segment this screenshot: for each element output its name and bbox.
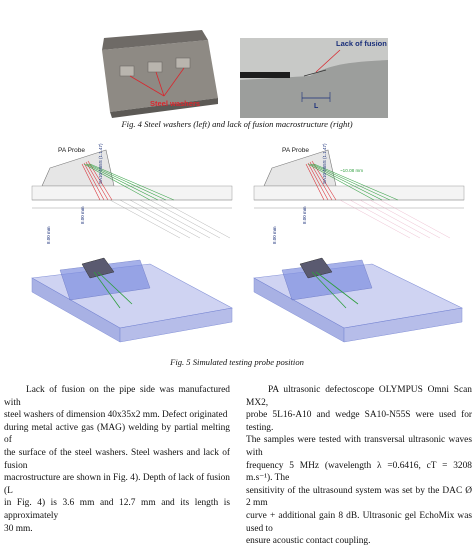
left-wedge-label: SA10-N55S (1.1.47): [98, 143, 103, 184]
right-line-5: curve + additional gain 8 dB. Ultrasonic…: [246, 510, 472, 534]
left-line-5: in Fig. 4) is 3.6 mm and 12.7 mm and its…: [4, 498, 230, 521]
lack-of-fusion-photo: Lack of fusion L: [240, 38, 388, 118]
left-line-2: during metal active gas (MAG) welding by…: [4, 422, 230, 446]
left-probe-label: PA Probe: [58, 147, 85, 154]
figure-4-photos: Steel washers Lack of fusion L: [90, 10, 388, 128]
figure-5-simulations: PA Probe SA10-N55S (1.1.47) 8.00 mm 8.00…: [31, 143, 465, 343]
right-line-6: ensure acoustic contact coupling.: [246, 536, 371, 547]
left-line-6: 30 mm.: [4, 523, 33, 534]
right-text-column: PA ultrasonic defectoscope OLYMPUS Omni …: [246, 384, 472, 548]
left-line-0: Lack of fusion on the pipe side was manu…: [4, 385, 230, 408]
lack-of-fusion-label: Lack of fusion: [336, 39, 387, 48]
left-3d-model: [31, 257, 233, 343]
right-line-4: sensitivity of the ultrasound system was…: [246, 485, 472, 509]
figure-4: Steel washers Lack of fusion L: [90, 10, 390, 130]
left-2d-simulation: PA Probe SA10-N55S (1.1.47) 8.00 mm 8.00…: [31, 143, 233, 244]
right-wedge-label: SA10-N55S (1.1.47): [322, 143, 327, 184]
figure-5-caption: Fig. 5 Simulated testing probe position: [170, 357, 304, 367]
right-depth-label-1: 8.00 mm: [302, 206, 307, 224]
figure-5: PA Probe SA10-N55S (1.1.47) 8.00 mm 8.00…: [0, 138, 474, 350]
right-2d-simulation: PA Probe ~10.08 mm SA10-N55S (1.1.47) 8.…: [253, 143, 465, 244]
left-depth-label-1: 8.00 mm: [80, 206, 85, 224]
steel-washers-label: Steel washers: [150, 99, 200, 108]
right-3d-model: [253, 257, 463, 343]
right-line-1: probe 5L16-A10 and wedge SA10-N55S were …: [246, 410, 472, 433]
left-text-column: Lack of fusion on the pipe side was manu…: [4, 384, 230, 535]
steel-washers-photo: Steel washers: [90, 10, 220, 128]
right-distance-annotation: ~10.08 mm: [340, 168, 363, 173]
right-depth-label-2: 8.00 mm: [272, 226, 277, 244]
left-line-1: steel washers of dimension 40x35x2 mm. D…: [4, 410, 228, 421]
left-line-4: macrostructure are shown in Fig. 4). Dep…: [4, 473, 230, 496]
right-line-2: The samples were tested with transversal…: [246, 435, 472, 458]
figure-4-caption: Fig. 4 Steel washers (left) and lack of …: [121, 119, 353, 129]
right-line-0: PA ultrasonic defectoscope OLYMPUS Omni …: [246, 385, 472, 408]
length-dimension-label: L: [314, 103, 319, 110]
right-probe-label: PA Probe: [282, 147, 309, 154]
right-line-3: frequency 5 MHz (wavelength λ =0.6416, c…: [246, 460, 472, 484]
left-depth-label-2: 8.00 mm: [46, 226, 51, 244]
left-line-3: the surface of the steel washers. Steel …: [4, 447, 230, 471]
